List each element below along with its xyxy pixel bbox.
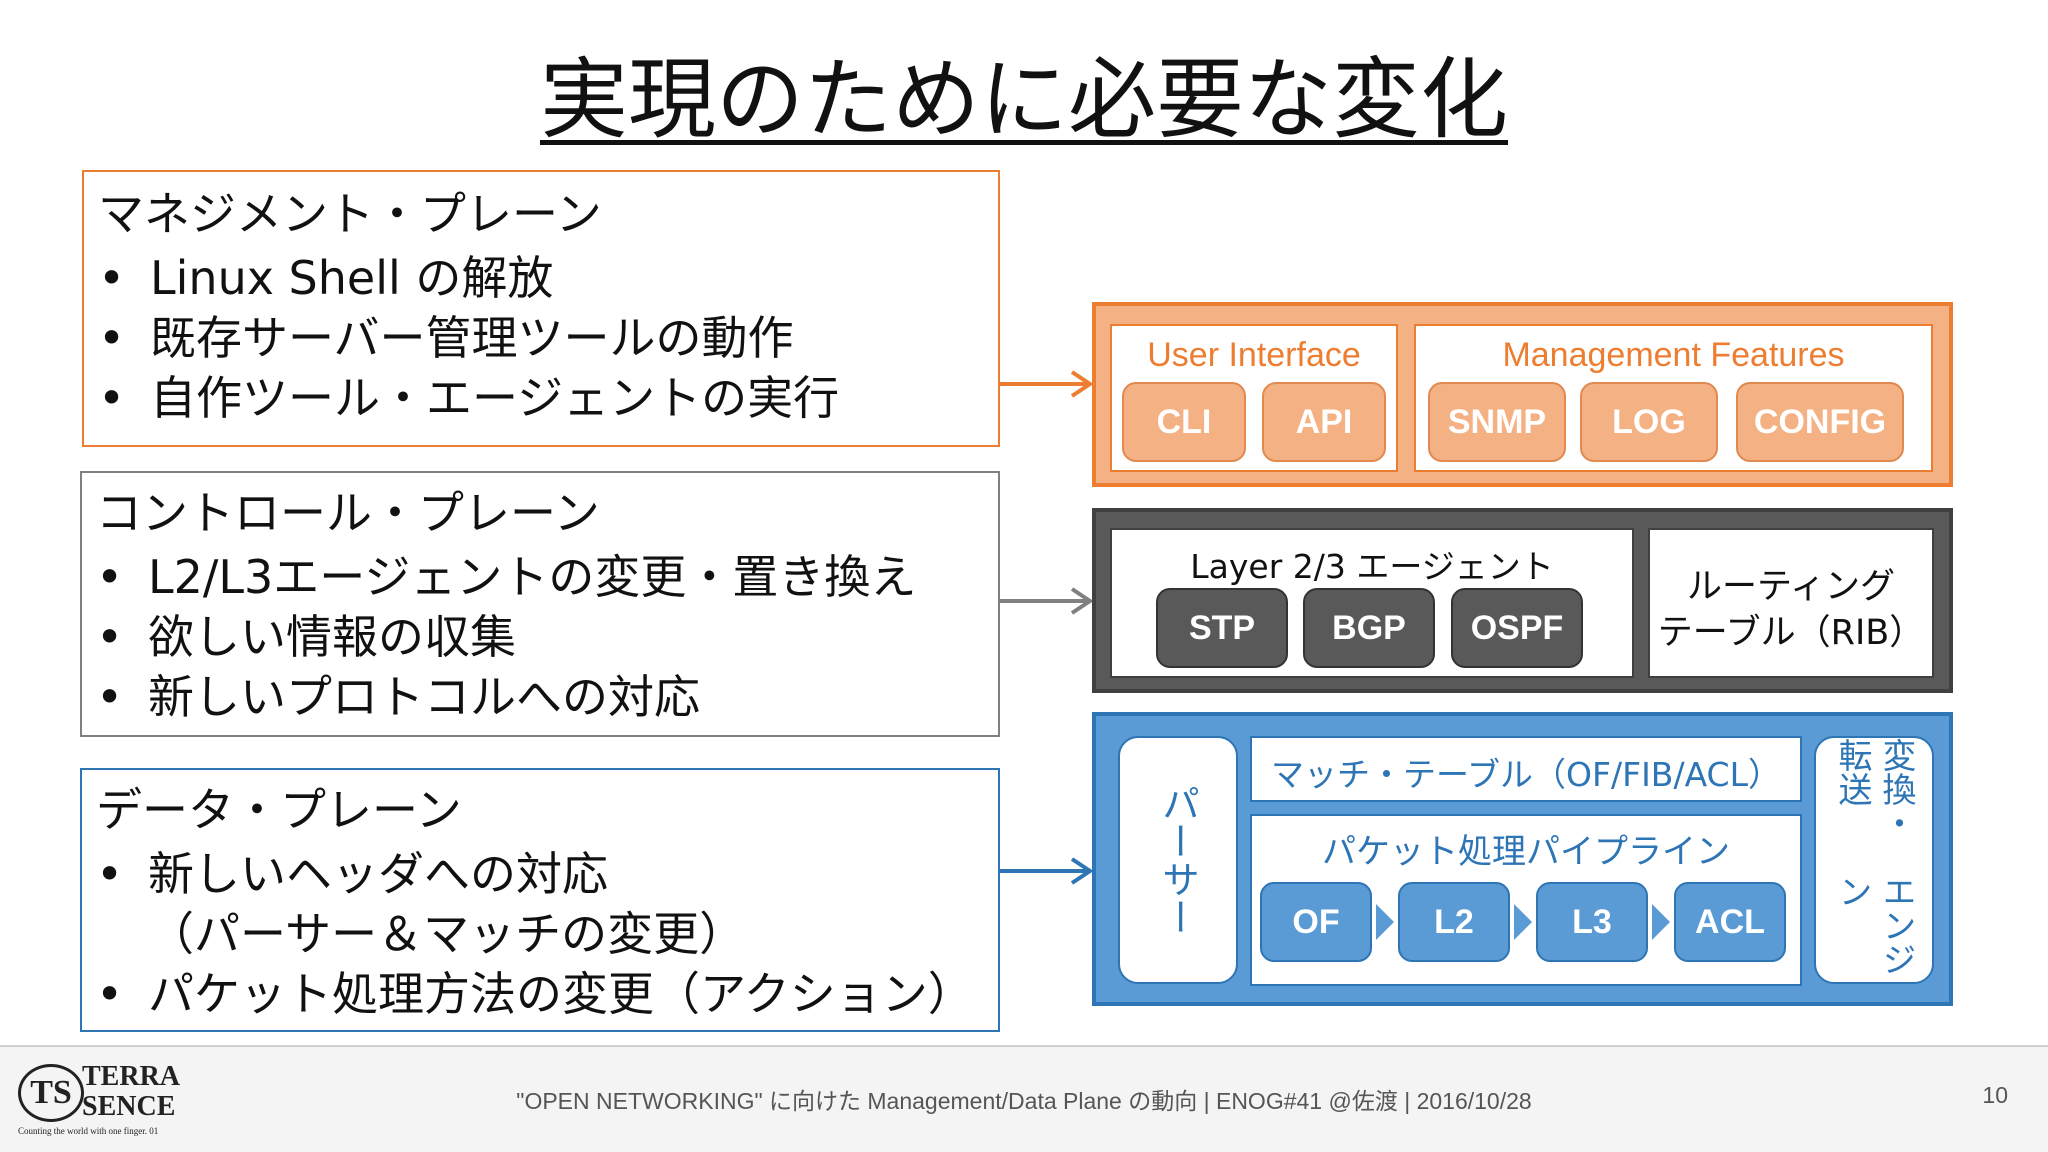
engine-box: 変換・転送 エンジン — [1814, 736, 1934, 984]
control-plane-box: コントロール・プレーン •L2/L3エージェントの変更・置き換え •欲しい情報の… — [80, 471, 1000, 737]
management-features-group: Management Features SNMP LOG CONFIG — [1414, 324, 1933, 472]
layer23-agent-group: Layer 2/3 エージェント STP BGP OSPF — [1110, 528, 1634, 678]
logo-text-bottom: SENCE — [82, 1091, 176, 1122]
pipeline-stage-of: OF — [1260, 882, 1372, 962]
logo-tagline: Counting the world with one finger. 01 — [18, 1126, 159, 1136]
pipeline-label: パケット処理パイプライン — [1322, 832, 1730, 872]
engine-label: 変換・転送 エンジン — [1816, 738, 1932, 982]
match-table-label: マッチ・テーブル（OF/FIB/ACL） — [1271, 755, 1781, 794]
logo-initials: TS — [18, 1064, 84, 1122]
control-plane-bullets: •L2/L3エージェントの変更・置き換え •欲しい情報の収集 •新しいプロトコル… — [82, 547, 998, 727]
pipeline-stage-l3: L3 — [1536, 882, 1648, 962]
pipeline-arrow-icon — [1652, 904, 1670, 940]
snmp-block: SNMP — [1428, 382, 1566, 462]
bullet-item: •Linux Shell の解放 — [98, 251, 554, 305]
match-table-box: マッチ・テーブル（OF/FIB/ACL） — [1250, 736, 1802, 802]
bullet-item: •新しいヘッダへの対応 — [96, 847, 608, 901]
ospf-block: OSPF — [1451, 588, 1583, 668]
pipeline-arrow-icon — [1376, 904, 1394, 940]
parser-label: パーサー — [1155, 784, 1200, 936]
routing-table-box: ルーティング テーブル（RIB） — [1648, 528, 1934, 678]
user-interface-group: User Interface CLI API — [1110, 324, 1398, 472]
management-features-label: Management Features — [1502, 336, 1845, 374]
arrow-right-icon — [1000, 587, 1094, 615]
management-plane-bullets: •Linux Shell の解放 •既存サーバー管理ツールの動作 •自作ツール・… — [84, 248, 998, 428]
bullet-item: •既存サーバー管理ツールの動作 — [98, 311, 794, 365]
data-diagram: パーサー マッチ・テーブル（OF/FIB/ACL） パケット処理パイプライン O… — [1092, 712, 1953, 1006]
control-plane-heading: コントロール・プレーン — [96, 486, 600, 540]
arrow-right-icon — [1000, 370, 1094, 398]
bullet-item: •パケット処理方法の変更（アクション） — [96, 967, 974, 1021]
bullet-item: •L2/L3エージェントの変更・置き換え — [96, 550, 917, 604]
log-block: LOG — [1580, 382, 1718, 462]
pipeline-arrow-icon — [1514, 904, 1532, 940]
engine-line2: エンジン — [1832, 873, 1916, 976]
pipeline-stage-l2: L2 — [1398, 882, 1510, 962]
routing-table-line1: ルーティング — [1687, 567, 1895, 607]
data-plane-box: データ・プレーン •新しいヘッダへの対応 （パーサー＆マッチの変更） •パケット… — [80, 768, 1000, 1032]
bullet-item-continuation: （パーサー＆マッチの変更） — [148, 907, 746, 961]
data-plane-heading: データ・プレーン — [96, 783, 462, 837]
management-plane-heading: マネジメント・プレーン — [98, 187, 602, 241]
pipeline-box: パケット処理パイプライン OF L2 L3 ACL — [1250, 814, 1802, 986]
arrow-right-icon — [1000, 857, 1094, 885]
bullet-item: •自作ツール・エージェントの実行 — [98, 371, 840, 425]
footer-text: "OPEN NETWORKING" に向けた Management/Data P… — [516, 1088, 1532, 1114]
engine-line1: 変換・転送 — [1832, 738, 1916, 840]
management-diagram: User Interface CLI API Management Featur… — [1092, 302, 1953, 487]
bgp-block: BGP — [1303, 588, 1435, 668]
slide-title: 実現のために必要な変化 — [539, 48, 1508, 151]
footer-bar — [0, 1045, 2048, 1152]
bullet-item: •欲しい情報の収集 — [96, 610, 516, 664]
management-plane-box: マネジメント・プレーン •Linux Shell の解放 •既存サーバー管理ツー… — [82, 170, 1000, 447]
logo-text-top: TERRA — [82, 1061, 181, 1092]
page-number: 10 — [1982, 1082, 2008, 1108]
user-interface-label: User Interface — [1147, 336, 1361, 374]
pipeline-stage-acl: ACL — [1674, 882, 1786, 962]
config-block: CONFIG — [1736, 382, 1904, 462]
terrasence-logo: TS TERRA SENCE Counting the world with o… — [18, 1060, 198, 1140]
control-diagram: Layer 2/3 エージェント STP BGP OSPF ルーティング テーブ… — [1092, 508, 1953, 693]
routing-table-line2: テーブル（RIB） — [1657, 613, 1925, 653]
data-plane-bullets: •新しいヘッダへの対応 （パーサー＆マッチの変更） •パケット処理方法の変更（ア… — [82, 844, 998, 1024]
cli-block: CLI — [1122, 382, 1246, 462]
api-block: API — [1262, 382, 1386, 462]
layer23-agent-label: Layer 2/3 エージェント — [1190, 547, 1554, 586]
bullet-item: •新しいプロトコルへの対応 — [96, 670, 700, 724]
parser-box: パーサー — [1118, 736, 1238, 984]
stp-block: STP — [1156, 588, 1288, 668]
